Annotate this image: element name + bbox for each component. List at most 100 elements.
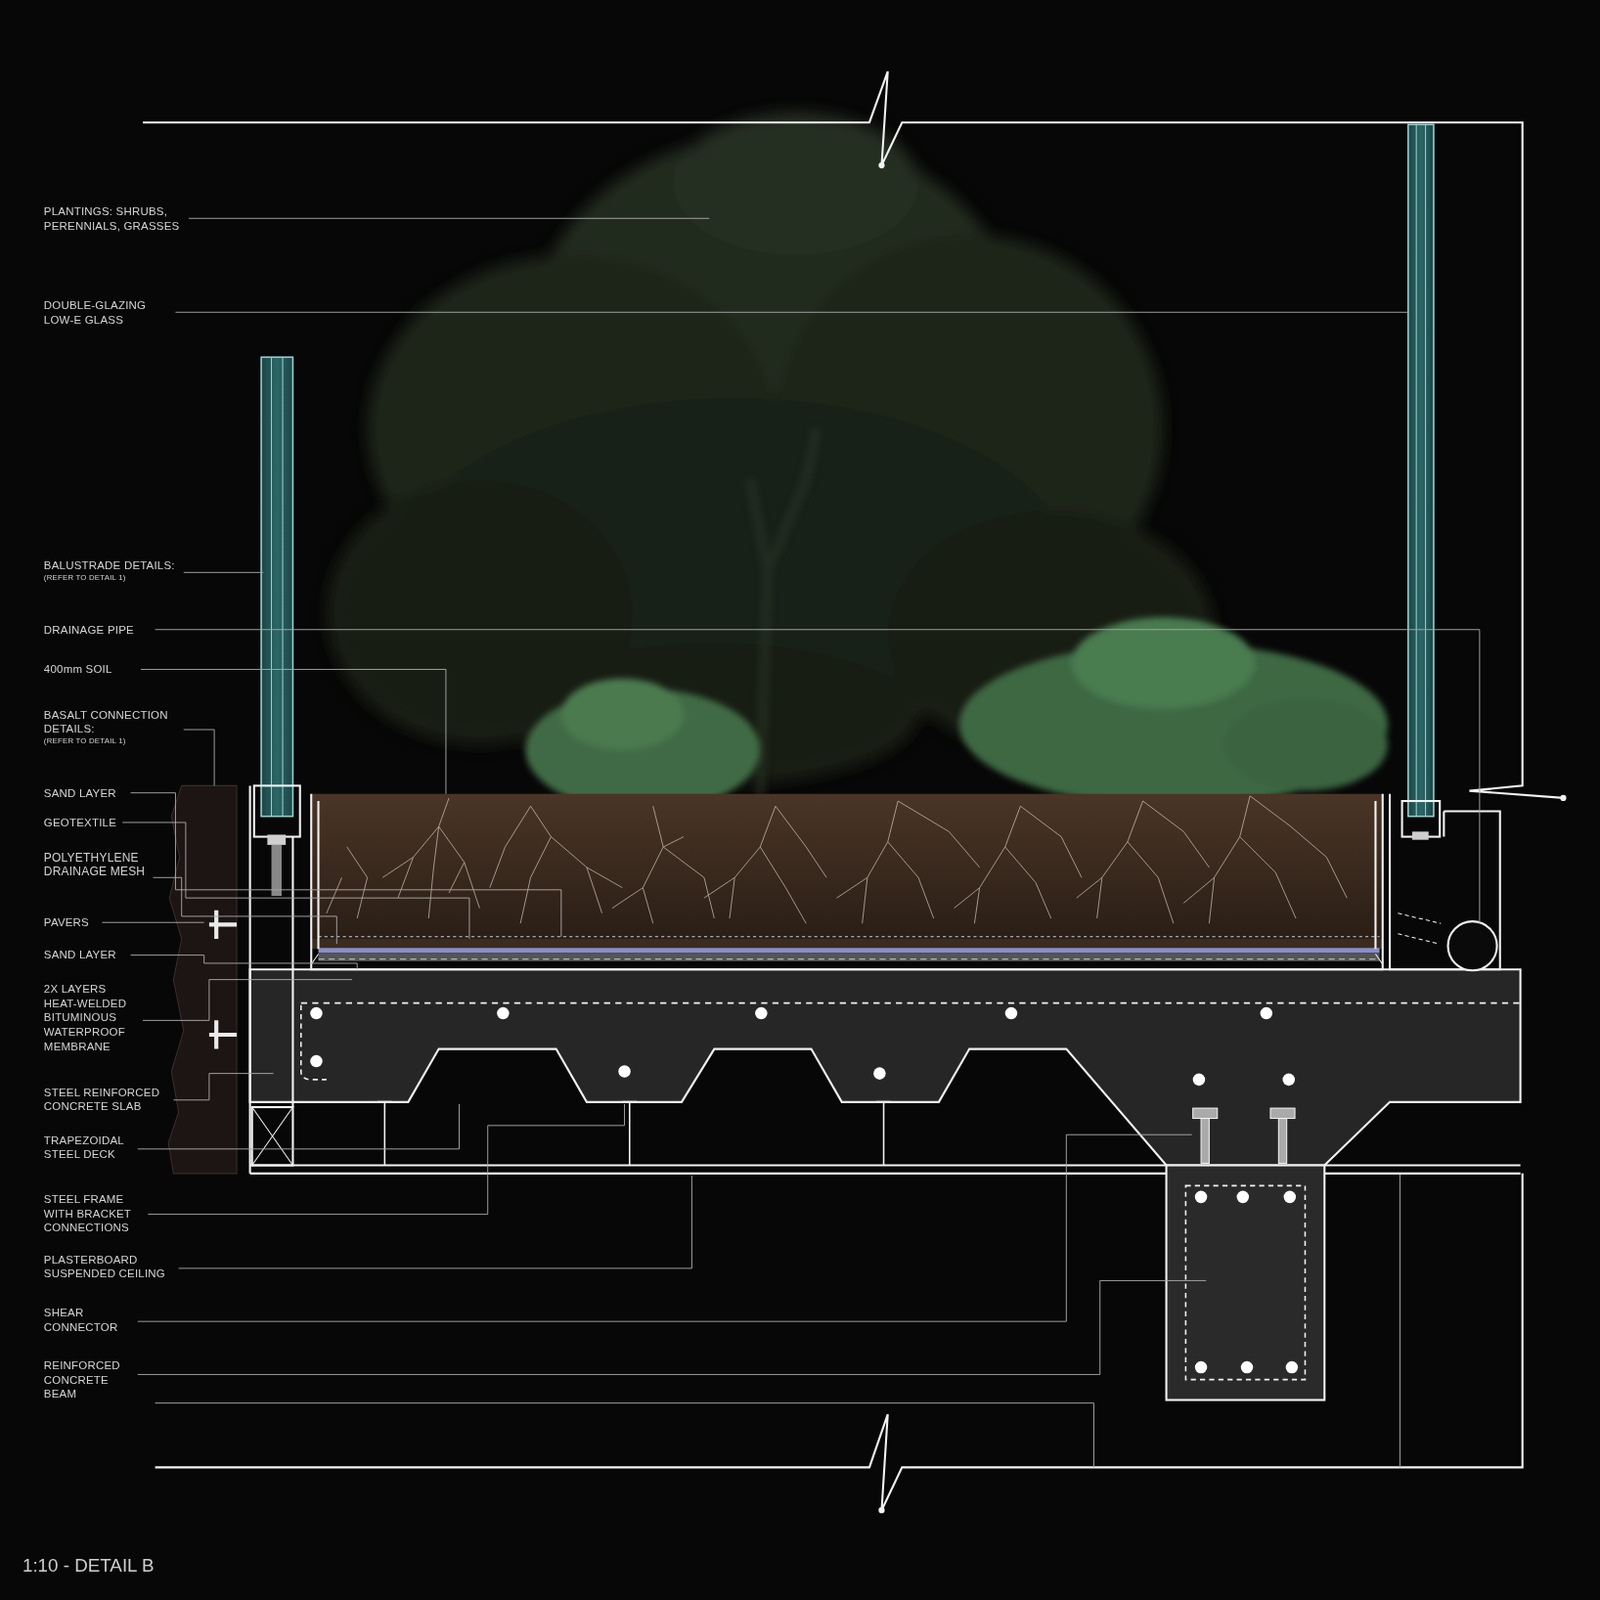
leader-lines-part <box>137 1134 1193 1322</box>
planter-part <box>318 947 1380 953</box>
leader-lines-part <box>173 1073 273 1101</box>
callout-label: DRAINAGE PIPE <box>44 622 187 637</box>
drawing-title: 1:10 - DETAIL B <box>22 1555 155 1577</box>
root-illustration-part <box>489 805 623 924</box>
concrete-slab-part-part <box>618 1065 631 1078</box>
shrub-illustration-part <box>561 678 684 751</box>
callout-label: 400mm SOIL <box>44 661 187 676</box>
frame-break-lines-part <box>879 1508 884 1512</box>
leader-lines-part <box>137 1280 1206 1375</box>
tree-trunk-part <box>750 428 817 797</box>
concrete-slab-part-part <box>1260 1007 1274 1021</box>
concrete-slab-part-part <box>496 1007 510 1021</box>
frame-break-lines-part <box>142 71 1563 799</box>
frame-break-lines-part <box>1399 1173 1401 1467</box>
callout-label: STEEL REINFORCED CONCRETE SLAB <box>44 1084 169 1113</box>
callout-label: PLANTINGS: SHRUBS, PERENNIALS, GRASSES <box>44 204 187 233</box>
tree-illustration-part <box>673 112 919 256</box>
tree-trunk <box>750 428 817 797</box>
root-illustration <box>326 796 1347 924</box>
concrete-slab-part-part <box>755 1007 768 1021</box>
ceiling-and-frame-part <box>252 1107 294 1165</box>
planter <box>311 794 1383 970</box>
concrete-slab-part-part <box>1286 1361 1299 1375</box>
callout-label: DOUBLE-GLAZING LOW-E GLASS <box>44 298 152 327</box>
leader-lines-part <box>137 1104 460 1150</box>
leader-lines-part <box>147 1104 624 1215</box>
callout-label: PLASTERBOARD SUSPENDED CEILING <box>44 1251 178 1281</box>
concrete-slab-part <box>250 969 1521 1165</box>
glass-balustrade-left-part <box>266 834 286 845</box>
concrete-slab-part-part <box>1237 1191 1250 1204</box>
glass-balustrade-left-part <box>271 844 282 896</box>
frame-break-lines-part <box>879 163 884 168</box>
root-illustration-part <box>612 805 714 924</box>
callout-label: REINFORCED CONCRETE BEAM <box>44 1358 133 1402</box>
planter-part <box>318 958 1380 960</box>
root-illustration-part <box>382 798 480 919</box>
callout-label: SHEAR CONNECTOR <box>44 1304 126 1334</box>
concrete-slab-part-part <box>1005 1007 1019 1021</box>
glass-balustrade-left <box>254 356 301 896</box>
leader-lines-part <box>155 629 1480 924</box>
callout-label: SAND LAYER <box>44 946 187 962</box>
shear-connectors-part <box>1200 1118 1209 1164</box>
concrete-slab-part-part <box>1193 1073 1206 1087</box>
root-illustration-part <box>1076 800 1210 924</box>
glass-wall-right-part <box>1408 124 1434 816</box>
leader-lines-part <box>142 979 353 1022</box>
concrete-slab-part <box>1185 1185 1305 1379</box>
concrete-slab-part-part <box>1195 1361 1208 1375</box>
glass-wall-right-part <box>1412 831 1429 840</box>
concrete-slab-part <box>1166 1165 1326 1401</box>
leader-lines-part <box>101 922 204 924</box>
shear-connectors-part <box>1193 1108 1218 1118</box>
leader-lines-part <box>188 218 710 220</box>
callout-label: PAVERS <box>44 915 187 931</box>
concrete-slab-part <box>301 1005 327 1080</box>
ceiling-and-frame <box>250 785 1521 1173</box>
callout-label: 2X LAYERS HEAT-WELDED BITUMINOUS WATERPR… <box>44 981 133 1054</box>
callout-label: (REFER TO DETAIL 1) <box>44 735 187 746</box>
concrete-slab-part <box>301 1002 1521 1005</box>
shrub-illustration-part <box>1071 617 1256 710</box>
concrete-slab <box>250 969 1521 1400</box>
concrete-slab-part-part <box>1195 1191 1208 1204</box>
shear-connectors-part <box>1278 1118 1287 1164</box>
leader-lines-part <box>131 793 562 937</box>
frame-break-lines-part <box>1560 796 1565 800</box>
root-illustration-part <box>1183 796 1347 924</box>
callout-label: BASALT CONNECTION DETAILS: <box>44 707 172 736</box>
concrete-slab-part-part <box>310 1055 323 1068</box>
callout-label: POLYETHYLENE DRAINAGE MESH <box>44 849 152 879</box>
concrete-slab-part <box>310 1007 1298 1375</box>
glass-balustrade-left-part <box>254 785 301 837</box>
leader-lines-part <box>175 311 1408 313</box>
glass-wall-right-part <box>1397 913 1441 944</box>
glass-wall-right <box>1389 124 1501 971</box>
shear-connectors-part <box>1270 1108 1295 1118</box>
callout-label: TRAPEZOIDAL STEEL DECK <box>44 1132 134 1161</box>
leader-lines-part <box>155 1402 1095 1404</box>
concrete-slab-part-part <box>1241 1361 1254 1375</box>
callout-label: (REFER TO DETAIL 1) <box>44 572 208 582</box>
planter-part <box>311 954 1383 965</box>
ceiling-and-frame-part <box>252 1107 294 1165</box>
glass-wall-right-part <box>1416 124 1425 816</box>
callout-label: GEOTEXTILE <box>44 815 187 831</box>
frame-break-lines-part <box>1093 1403 1095 1468</box>
concrete-slab-part-part <box>310 1007 323 1021</box>
root-illustration-part <box>704 805 827 924</box>
glass-wall-right-part <box>1402 800 1441 838</box>
leader-lines-part <box>178 1175 693 1269</box>
leader-lines-part <box>183 729 215 786</box>
leader-lines-part <box>140 668 446 794</box>
leader-lines <box>101 218 1480 1403</box>
shrub-illustration <box>525 617 1388 811</box>
glass-wall-right-part <box>1448 921 1498 971</box>
concrete-slab-part-part <box>1283 1073 1296 1087</box>
callout-label: BALUSTRADE DETAILS: <box>44 558 208 574</box>
root-illustration-part <box>326 846 368 919</box>
planter-part <box>311 794 1383 970</box>
